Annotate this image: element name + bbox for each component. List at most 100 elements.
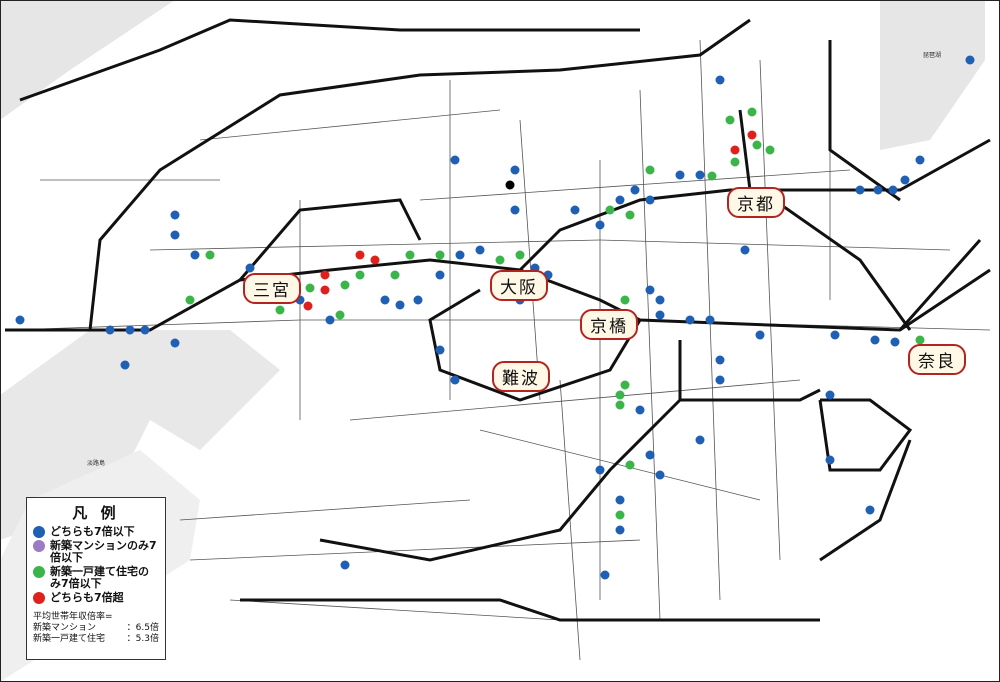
green-station-dot xyxy=(747,107,757,117)
blue-station-dot xyxy=(413,295,423,305)
city-label-nara: 奈良 xyxy=(908,344,966,375)
blue-dot-icon xyxy=(33,526,45,538)
green-station-dot xyxy=(730,157,740,167)
red-station-dot xyxy=(355,250,365,260)
blue-station-dot xyxy=(655,470,665,480)
blue-station-dot xyxy=(120,360,130,370)
blue-station-dot xyxy=(715,375,725,385)
rail-line xyxy=(599,239,951,251)
major-rail-line xyxy=(759,188,912,331)
blue-station-dot xyxy=(170,230,180,240)
sea-area xyxy=(0,0,175,120)
green-station-dot xyxy=(355,270,365,280)
green-station-dot xyxy=(725,115,735,125)
blue-station-dot xyxy=(645,450,655,460)
blue-station-dot xyxy=(510,165,520,175)
blue-station-dot xyxy=(615,525,625,535)
blue-station-dot xyxy=(595,465,605,475)
major-rail-line xyxy=(240,598,820,622)
major-rail-line xyxy=(898,239,982,331)
red-station-dot xyxy=(303,301,313,311)
rail-line xyxy=(349,379,801,421)
major-rail-line xyxy=(819,439,912,562)
major-rail-line xyxy=(238,198,422,281)
green-dot-icon xyxy=(33,566,45,578)
rail-line xyxy=(149,239,601,251)
rail-line xyxy=(639,89,661,621)
blue-station-dot xyxy=(510,205,520,215)
blue-station-dot xyxy=(450,375,460,385)
blue-station-dot xyxy=(170,338,180,348)
blue-station-dot xyxy=(695,435,705,445)
rail-line xyxy=(199,109,501,141)
blue-station-dot xyxy=(105,325,115,335)
blue-station-dot xyxy=(825,455,835,465)
blue-station-dot xyxy=(15,315,25,325)
green-station-dot xyxy=(390,270,400,280)
island-label: 淡路島 xyxy=(87,460,106,467)
blue-station-dot xyxy=(865,505,875,515)
major-rail-line xyxy=(319,398,682,562)
green-station-dot xyxy=(615,400,625,410)
major-rail-line xyxy=(428,288,642,402)
legend-label: どちらも7倍以下 xyxy=(50,525,135,538)
lake-biwa xyxy=(880,0,985,150)
green-station-dot xyxy=(275,305,285,315)
blue-station-dot xyxy=(630,185,640,195)
blue-station-dot xyxy=(655,295,665,305)
blue-station-dot xyxy=(965,55,975,65)
red-station-dot xyxy=(320,270,330,280)
note-value: ：5.3倍 xyxy=(126,634,159,644)
note-value: ：6.5倍 xyxy=(126,623,159,633)
green-station-dot xyxy=(620,380,630,390)
blue-station-dot xyxy=(695,170,705,180)
blue-station-dot xyxy=(615,195,625,205)
rail-line xyxy=(419,169,851,201)
green-station-dot xyxy=(335,310,345,320)
green-station-dot xyxy=(185,295,195,305)
blue-station-dot xyxy=(395,300,405,310)
blue-station-dot xyxy=(645,285,655,295)
major-rail-line xyxy=(5,258,991,332)
major-rail-line xyxy=(738,109,752,191)
blue-station-dot xyxy=(825,390,835,400)
green-station-dot xyxy=(615,510,625,520)
rail-line xyxy=(229,599,561,621)
blue-station-dot xyxy=(380,295,390,305)
blue-station-dot xyxy=(595,220,605,230)
green-station-dot xyxy=(707,171,717,181)
legend-item: 新築一戸建て住宅のみ7倍以下 xyxy=(33,566,159,590)
blue-station-dot xyxy=(635,405,645,415)
rail-line xyxy=(9,319,301,331)
blue-station-dot xyxy=(245,263,255,273)
legend-item: 新築マンションのみ7倍以下 xyxy=(33,540,159,564)
green-station-dot xyxy=(495,255,505,265)
city-label-kyoto: 京都 xyxy=(727,187,785,218)
legend-item: どちらも7倍超 xyxy=(33,592,159,604)
note-title: 平均世帯年収倍率= xyxy=(33,612,113,622)
green-station-dot xyxy=(752,140,762,150)
blue-station-dot xyxy=(655,310,665,320)
blue-station-dot xyxy=(890,337,900,347)
major-rail-line xyxy=(19,18,640,102)
green-station-dot xyxy=(615,390,625,400)
green-station-dot xyxy=(915,335,925,345)
legend-title: 凡 例 xyxy=(72,504,120,522)
blue-station-dot xyxy=(435,345,445,355)
red-dot-icon xyxy=(33,592,45,604)
city-label-kyobashi: 京橋 xyxy=(580,309,638,340)
blue-station-dot xyxy=(873,185,883,195)
city-label-sannomiya: 三宮 xyxy=(243,273,301,304)
green-station-dot xyxy=(605,205,615,215)
green-station-dot xyxy=(625,210,635,220)
blue-station-dot xyxy=(170,210,180,220)
green-station-dot xyxy=(305,283,315,293)
blue-station-dot xyxy=(645,195,655,205)
blue-station-dot xyxy=(888,185,898,195)
blue-station-dot xyxy=(615,495,625,505)
major-rail-line xyxy=(88,18,751,331)
legend: 凡 例 どちらも7倍以下 新築マンションのみ7倍以下 新築一戸建て住宅のみ7倍以… xyxy=(26,497,166,660)
green-station-dot xyxy=(405,250,415,260)
blue-station-dot xyxy=(830,330,840,340)
